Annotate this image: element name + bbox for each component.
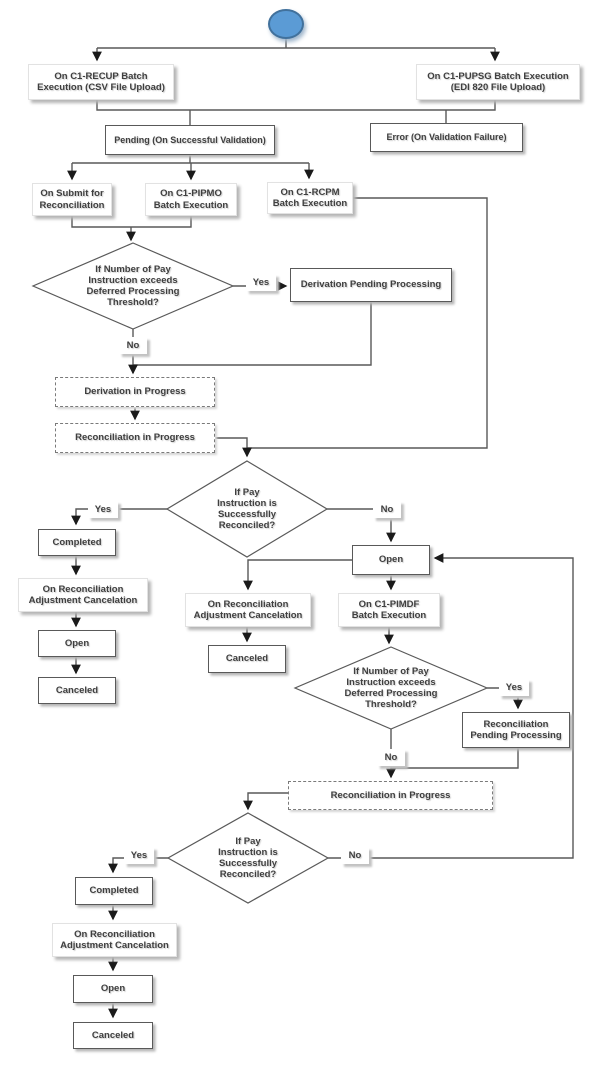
state-canceled-3: Canceled [73,1022,153,1049]
event-reconciliation-adjustment-cancelation-2: On Reconciliation Adjustment Cancelation [185,593,311,627]
event-pupsg-batch: On C1-PUPSG Batch Execution (EDI 820 Fil… [416,64,580,100]
state-derivation-in-progress: Derivation in Progress [55,377,215,407]
event-pipmo-batch: On C1-PIPMO Batch Execution [145,183,237,216]
decision-1-no-label: No [119,337,147,354]
state-open-3: Open [73,975,153,1003]
decision-2-yes-label: Yes [88,501,118,518]
decision-2-shape [165,460,329,558]
event-rcpm-batch: On C1-RCPM Batch Execution [267,182,353,214]
decision-2-text: If Pay Instruction is Successfully Recon… [217,486,277,532]
state-derivation-pending-processing: Derivation Pending Processing [290,268,452,302]
decision-2-no-label: No [373,501,401,518]
decision-4-no-label: No [341,847,369,864]
decision-1-text: If Number of Pay Instruction exceeds Def… [86,263,180,309]
state-completed-1: Completed [38,529,116,556]
state-reconciliation-pending-processing: Reconciliation Pending Processing [462,712,570,748]
decision-4-text: If Pay Instruction is Successfully Recon… [218,835,278,881]
decision-4-shape [166,812,330,904]
arrow-d4-no-loop [328,553,574,859]
arrow-d2-yes [71,508,167,526]
state-canceled-1: Canceled [38,677,116,704]
event-recup-batch: On C1-RECUP Batch Execution (CSV File Up… [28,64,174,100]
state-open-1: Open [38,630,116,657]
decision-1-shape [31,242,235,330]
state-reconciliation-in-progress-1: Reconciliation in Progress [55,423,215,453]
arrow-to-decision2 [215,437,252,458]
event-reconciliation-adjustment-cancelation-1: On Reconciliation Adjustment Cancelation [18,578,148,612]
state-open-2: Open [352,545,430,575]
state-error: Error (On Validation Failure) [370,123,523,152]
event-reconciliation-adjustment-cancelation-3: On Reconciliation Adjustment Cancelation [52,923,177,957]
state-reconciliation-in-progress-2: Reconciliation in Progress [288,781,493,810]
state-completed-2: Completed [75,877,153,905]
arrow-open2-orac2 [243,559,352,591]
decision-1-yes-label: Yes [246,274,276,291]
decision-3-no-label: No [377,749,405,766]
arrow-to-decision4 [243,792,288,811]
decision-4-yes-label: Yes [124,847,154,864]
start-node [268,9,304,39]
event-pimdf-batch: On C1-PIMDF Batch Execution [338,593,440,627]
decision-3-text: If Number of Pay Instruction exceeds Def… [344,665,438,711]
state-canceled-2: Canceled [208,645,286,673]
state-pending: Pending (On Successful Validation) [105,125,275,155]
decision-3-yes-label: Yes [499,679,529,696]
decision-3-shape [293,646,489,730]
event-submit-reconciliation: On Submit for Reconciliation [32,183,112,216]
